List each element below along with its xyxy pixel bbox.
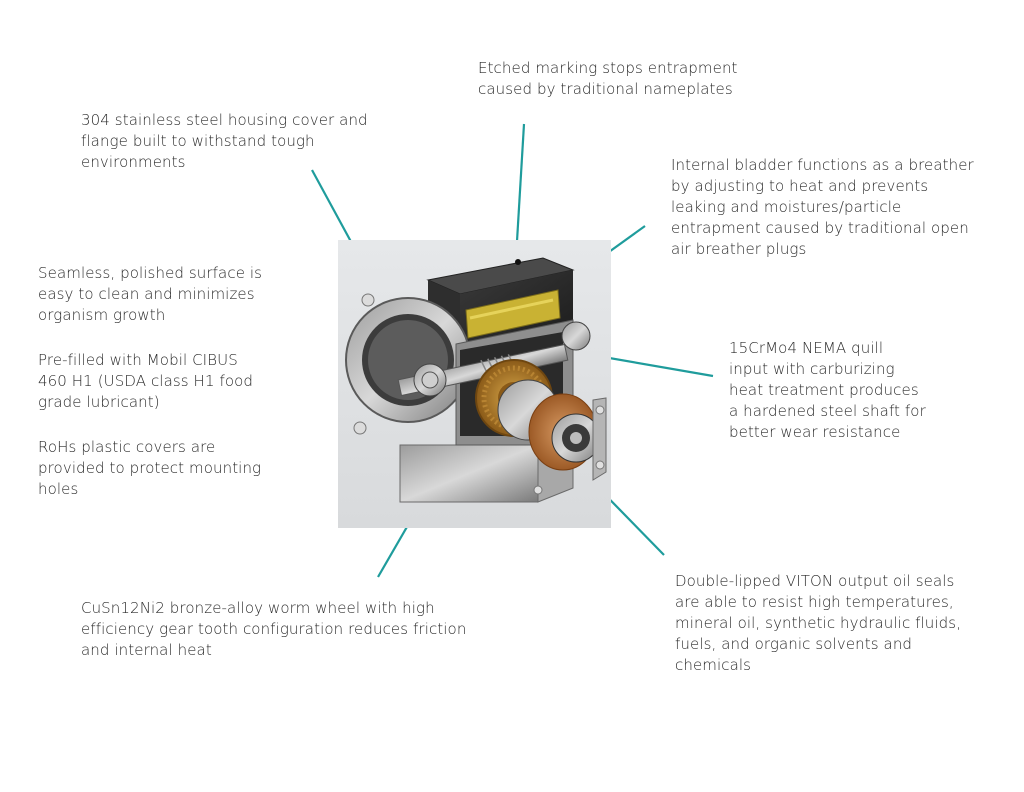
callout-bronze-worm-wheel: CuSn12Ni2 bronze-alloy worm wheel with h… [81, 599, 467, 659]
gearbox-cutaway-image [338, 240, 611, 528]
callout-prefilled-lubricant: Pre-filled with Mobil CIBUS 460 H1 (USDA… [38, 351, 254, 411]
leader-etched [509, 123, 526, 262]
callout-housing-cover: 304 stainless steel housing cover and fl… [81, 111, 368, 171]
callout-polished-surface: Seamless, polished surface is easy to cl… [38, 264, 263, 324]
callout-internal-bladder: Internal bladder functions as a breather… [671, 156, 974, 258]
callout-etched-marking: Etched marking stops entrapment caused b… [478, 59, 738, 98]
callout-quill-input: 15CrMo4 NEMA quill input with carburizin… [729, 339, 926, 441]
callout-viton-oil-seals: Double-lipped VITON output oil seals are… [675, 572, 962, 674]
callout-rohs-covers: RoHs plastic covers are provided to prot… [38, 438, 262, 498]
